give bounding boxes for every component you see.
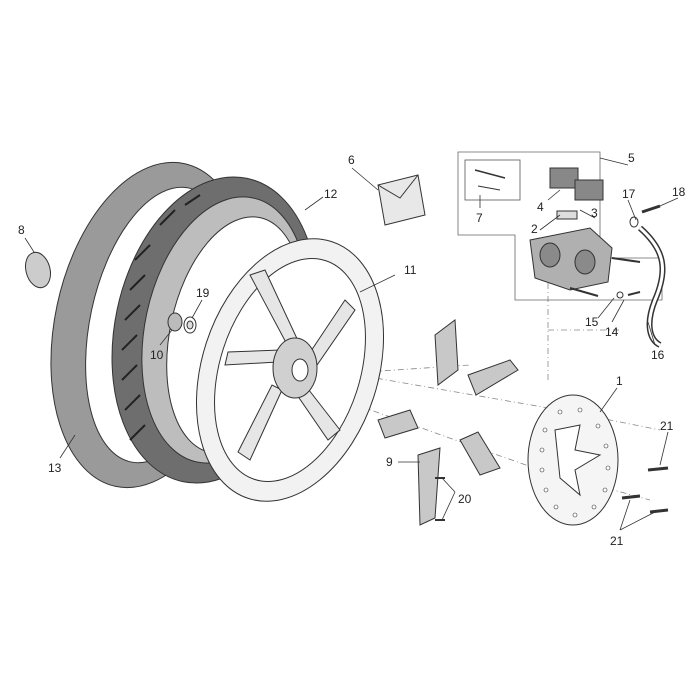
wheel-inserts [377,319,519,526]
wheel-rim [195,238,385,502]
callout-14: 14 [605,325,619,339]
callout-16: 16 [651,348,665,362]
callout-8: 8 [18,223,25,237]
callout-11: 11 [404,263,417,277]
callout-21-lower: 21 [610,534,624,548]
callout-4: 4 [537,200,544,214]
brake-caliper [529,227,641,297]
callout-10: 10 [150,348,164,362]
disc-bolts [621,466,669,514]
spacer-and-seal [167,312,197,334]
callout-3: 3 [591,206,598,220]
callout-5: 5 [628,151,635,165]
brake-disc [527,394,619,526]
hub-cover [25,251,51,289]
brake-pads [549,167,604,201]
small-washers [616,291,641,299]
callout-6: 6 [348,153,355,167]
document-bag [377,174,426,226]
callout-7: 7 [476,211,483,225]
pin-kit-box [464,159,521,201]
callout-12: 12 [324,187,338,201]
callout-2: 2 [531,222,538,236]
callout-13: 13 [48,461,62,475]
callout-20: 20 [458,492,472,506]
callout-21-upper: 21 [660,419,674,433]
pad-spring [556,210,578,220]
callout-9: 9 [386,455,393,469]
callout-15: 15 [585,315,599,329]
callout-labels: 1 2 3 4 5 6 7 8 9 10 11 12 13 14 15 16 1… [18,151,686,548]
callout-18: 18 [672,185,686,199]
banjo-bolt [641,204,661,214]
insert-screws [435,477,445,521]
callout-1: 1 [616,374,623,388]
copper-washers [629,216,639,228]
brake-hose [637,225,666,348]
callout-19: 19 [196,286,210,300]
leader-lines [24,157,679,531]
callout-17: 17 [622,187,636,201]
